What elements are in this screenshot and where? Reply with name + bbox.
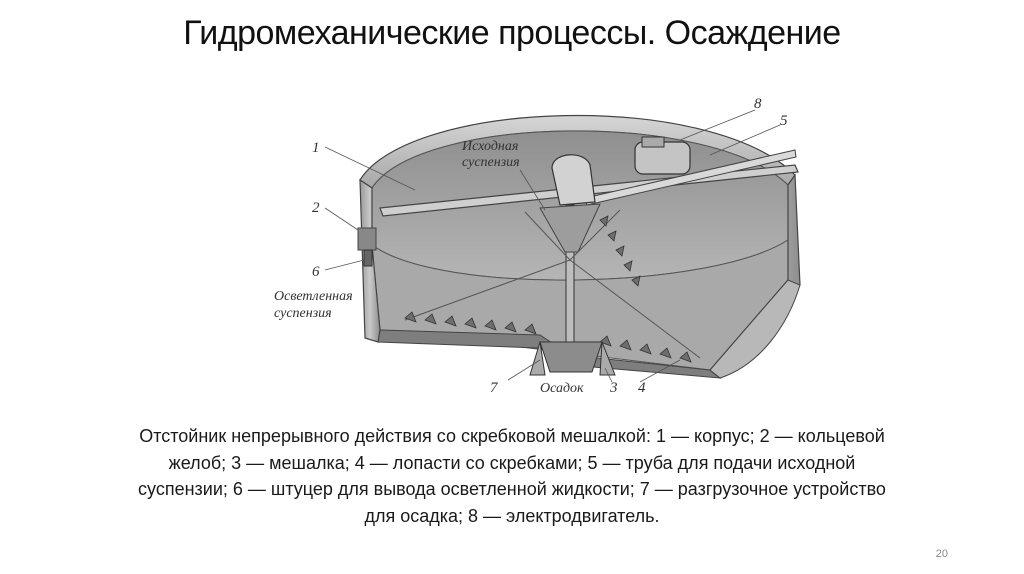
slide-title: Гидромеханические процессы. Осаждение (183, 14, 841, 52)
label-6: 6 (312, 264, 320, 280)
drive-head (551, 154, 596, 206)
stirrer-blade-right (599, 341, 616, 376)
label-7: 7 (490, 380, 499, 396)
motor-cap (641, 136, 665, 148)
sediment-discharge (539, 341, 603, 373)
feed-label-line2: суспензия (462, 155, 520, 170)
feed-label-line1: Исходная (461, 139, 518, 154)
figure-caption: Отстойник непрерывного действия со скреб… (138, 426, 886, 526)
label-8: 8 (754, 96, 762, 112)
label-4: 4 (638, 380, 646, 396)
label-1: 1 (312, 140, 320, 156)
sediment-label: Осадок (540, 381, 584, 396)
outlet-nozzle (363, 249, 373, 267)
label-3: 3 (609, 380, 618, 396)
settler-illustration: 1 2 6 8 5 7 3 4 Исходная суспензия Освет… (274, 96, 801, 396)
page-number: 20 (935, 548, 948, 560)
scraper-blades (404, 215, 692, 363)
label-2: 2 (312, 200, 320, 216)
settler-diagram: 1 2 6 8 5 7 3 4 Исходная суспензия Освет… (240, 80, 820, 410)
tank-front-shell (709, 279, 801, 379)
stirrer-blade-left (529, 341, 546, 376)
clarified-label-line2: суспензия (274, 306, 332, 321)
annular-trough (357, 227, 377, 251)
stirrer-tie-rods (404, 209, 701, 359)
leader-lines (324, 109, 781, 383)
clarified-label-line1: Осветленная (274, 289, 353, 304)
label-5: 5 (780, 113, 788, 129)
